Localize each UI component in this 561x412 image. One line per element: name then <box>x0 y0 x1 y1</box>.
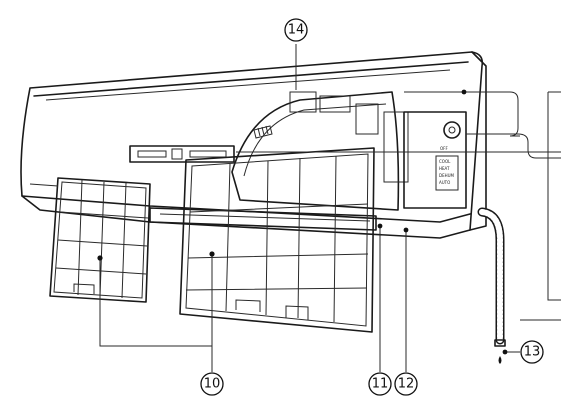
leader-lines <box>97 44 520 372</box>
callout-11: 11 <box>368 372 392 396</box>
internal-components <box>253 91 409 183</box>
right-air-filter <box>179 147 375 333</box>
callout-10-number: 10 <box>204 377 221 392</box>
left-air-filter <box>29 177 151 303</box>
front-panel-cutaway <box>231 91 400 211</box>
panel-label-line-2: DEHUM <box>439 173 455 178</box>
callout-12: 12 <box>394 372 418 396</box>
callout-13-number: 13 <box>524 345 541 360</box>
panel-label-off: OFF <box>440 146 448 151</box>
callout-14: 14 <box>284 18 308 42</box>
callout-12-number: 12 <box>398 377 415 392</box>
water-drop-icon <box>498 356 502 364</box>
indoor-unit-body <box>20 51 487 239</box>
drain-hose <box>477 207 506 364</box>
display-strip <box>129 145 235 163</box>
panel-label-line-1: HEAT <box>439 166 450 171</box>
bracket-lines <box>236 91 561 321</box>
panel-label-line-0: COOL <box>439 159 451 164</box>
callout-11-number: 11 <box>372 377 389 392</box>
callout-10: 10 <box>200 372 224 396</box>
control-panel: OFF COOL HEAT DEHUM AUTO <box>403 111 467 209</box>
power-button-icon <box>443 121 461 139</box>
callout-14-number: 14 <box>288 23 305 38</box>
callout-13: 13 <box>520 340 544 364</box>
panel-label-line-3: AUTO <box>439 180 450 185</box>
